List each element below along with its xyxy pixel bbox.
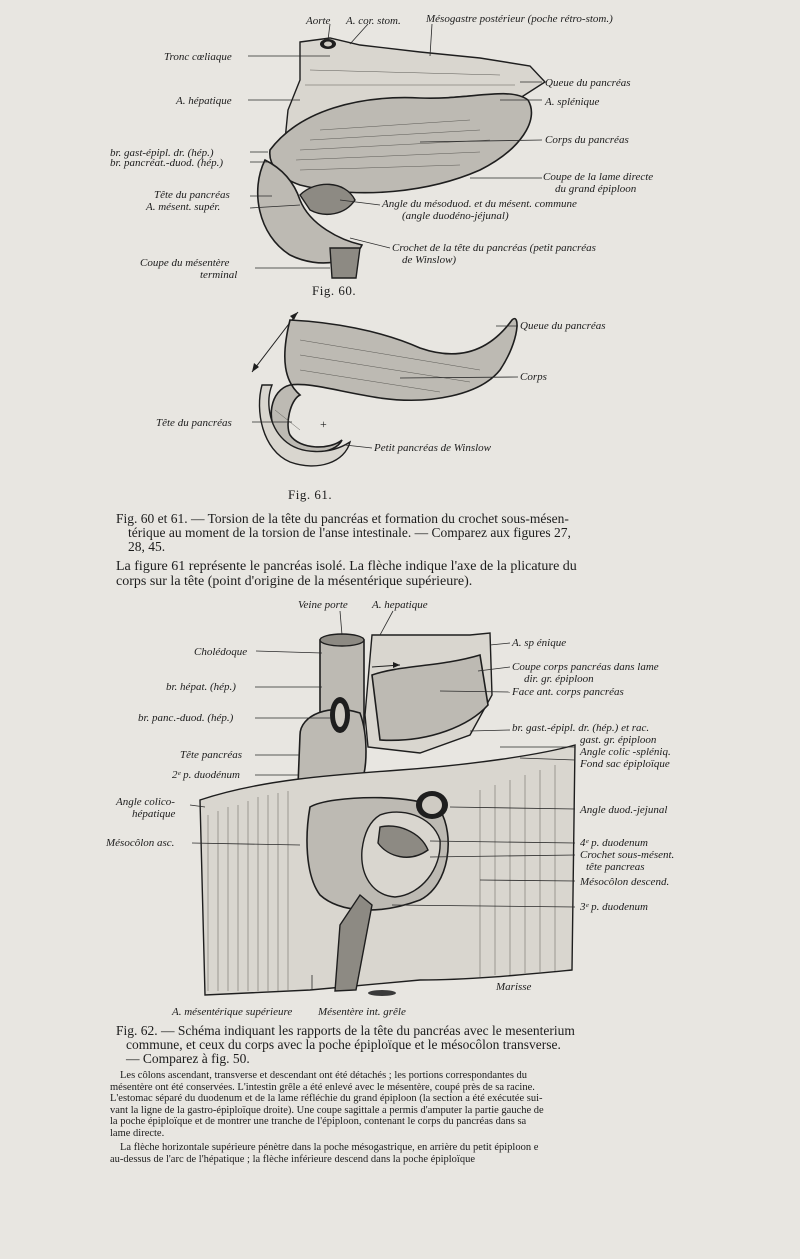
artist-signature: Marisse: [495, 981, 532, 993]
svg-text:+: +: [320, 417, 327, 431]
label-coupe-lame-2: du grand épiploon: [555, 183, 637, 195]
label-coupe-mesentere-1: Coupe du mésentère: [140, 257, 230, 269]
label-angle-colico-1: Angle colico-: [115, 796, 175, 808]
label-br-gast-1: br. gast.-épipl. dr. (hép.) et rac.: [512, 722, 649, 734]
note-line: la poche épiploïque et de montrer une tr…: [110, 1116, 700, 1128]
label-mesentere-int-grele: Mésentère int. grêle: [317, 1006, 406, 1018]
caption-line: commune, et ceux du corps avec la poche …: [116, 1038, 696, 1052]
caption-line: — Comparez à fig. 50.: [116, 1052, 696, 1066]
label-crochet-sous-mesent: Crochet sous-mésent.: [580, 849, 674, 861]
label-angle-duodeno-jejunal: (angle duodéno-jéjunal): [402, 210, 509, 222]
label-br-hepat: br. hépat. (hép.): [166, 681, 236, 693]
note-line: mésentère ont été conservées. L'intestin…: [110, 1082, 700, 1094]
label-veine-porte: Veine porte: [298, 599, 348, 611]
label-a-hepatique: A. hépatique: [175, 95, 232, 107]
label-a-splenique: A. splénique: [544, 96, 599, 108]
label-br-pancreat-duod: br. pancréat.-duod. (hép.): [110, 157, 223, 169]
label-coupe-lame-1: Coupe de la lame directe: [543, 171, 653, 183]
label-crochet-2: de Winslow): [402, 254, 456, 266]
label-mesogastre: Mésogastre postérieur (poche rétro-stom.…: [425, 13, 613, 25]
figure-62: Veine porte A. hepatique Cholédoque A. s…: [0, 595, 800, 1025]
label-coupe-corps-1: Coupe corps pancréas dans lame: [512, 661, 659, 673]
label-crochet-1: Crochet de la tête du pancréas (petit pa…: [392, 242, 596, 254]
label-coupe-corps-2: dir. gr. épiploon: [524, 673, 594, 685]
caption-line: 28, 45.: [116, 540, 686, 554]
label-petit-pancreas-61: Petit pancréas de Winslow: [373, 442, 492, 454]
label-br-panc-duod: br. panc.-duod. (hép.): [138, 712, 234, 724]
paragraph-line: La figure 61 représente le pancréas isol…: [116, 559, 686, 574]
label-face-ant: Face ant. corps pancréas: [511, 686, 624, 698]
label-corps-61: Corps: [520, 371, 547, 383]
label-angle-colico-2: hépatique: [132, 808, 175, 820]
note-line: vant la ligne de la gastro-épiploïque dr…: [110, 1105, 700, 1117]
label-mesocolon-desc: Mésocôlon descend.: [579, 876, 669, 888]
fig60-number: Fig. 60.: [312, 283, 356, 299]
label-tete-pancreas-crochet: tête pancreas: [586, 861, 645, 873]
caption-line: Fig. 60 et 61. — Torsion de la tête du p…: [116, 512, 686, 526]
caption-fig60-61: Fig. 60 et 61. — Torsion de la tête du p…: [116, 512, 686, 554]
label-a-cor-stom: A. cor. stom.: [345, 15, 401, 27]
label-fond-sac: Fond sac épiploïque: [579, 758, 670, 770]
note-line: au-dessus de l'arc de l'hépatique ; la f…: [110, 1154, 700, 1166]
label-duod-2: 2ᵉ p. duodénum: [172, 769, 240, 781]
label-aorte: Aorte: [305, 15, 331, 27]
label-a-mesent-super: A. mésent. supér.: [145, 201, 220, 213]
label-br-gast-2: gast. gr. épiploon: [580, 734, 657, 746]
note-line: lame directe.: [110, 1128, 700, 1140]
label-coupe-mesentere-2: terminal: [200, 269, 237, 281]
label-a-mesenterique-sup: A. mésentérique supérieure: [171, 1006, 292, 1018]
label-angle-duod-jejunal: Angle duod.-jejunal: [579, 804, 667, 816]
label-tete-pancreas-62: Tête pancréas: [180, 749, 242, 761]
label-duod-4: 4ᵉ p. duodenum: [580, 837, 648, 849]
label-a-hepatique-62: A. hepatique: [371, 599, 428, 611]
label-a-splenique-62: A. sp énique: [511, 637, 566, 649]
note-line: Les côlons ascendant, transverse et desc…: [110, 1070, 700, 1082]
fig61-number: Fig. 61.: [288, 487, 332, 503]
label-tronc-coeliaque: Tronc cœliaque: [164, 51, 232, 63]
label-queue-pancreas-61: Queue du pancréas: [520, 320, 606, 332]
label-queue-pancreas: Queue du pancréas: [545, 77, 631, 89]
label-choledoque: Cholédoque: [194, 646, 247, 658]
label-angle-mesoduod: Angle du mésoduod. et du mésent. commune: [381, 198, 577, 210]
label-duod-3: 3ᵉ p. duodenum: [579, 901, 648, 913]
figure-60: Aorte A. cor. stom. Mésogastre postérieu…: [0, 0, 800, 300]
caption-line: Fig. 62. — Schéma indiquant les rapports…: [116, 1024, 696, 1038]
paragraph-line: corps sur la tête (point d'origine de la…: [116, 574, 686, 589]
label-tete-pancreas: Tête du pancréas: [154, 189, 230, 201]
note-line: L'estomac séparé du duodenum et de la la…: [110, 1093, 700, 1105]
label-mesocolon-asc: Mésocôlon asc.: [105, 837, 174, 849]
note-line: La flèche horizontale supérieure pénètre…: [110, 1142, 700, 1154]
label-corps-pancreas: Corps du pancréas: [545, 134, 629, 146]
figure-61: + Queue du pancréas Corps Tête du pancré…: [0, 300, 800, 480]
label-angle-colic-spleniq: Angle colic -spléniq.: [579, 746, 671, 758]
caption-fig62: Fig. 62. — Schéma indiquant les rapports…: [116, 1024, 696, 1066]
caption-line: térique au moment de la torsion de l'ans…: [116, 526, 686, 540]
paragraph-fig61: La figure 61 représente le pancréas isol…: [116, 559, 686, 589]
label-tete-pancreas-61: Tête du pancréas: [156, 417, 232, 429]
notes-fig62: Les côlons ascendant, transverse et desc…: [110, 1070, 700, 1165]
